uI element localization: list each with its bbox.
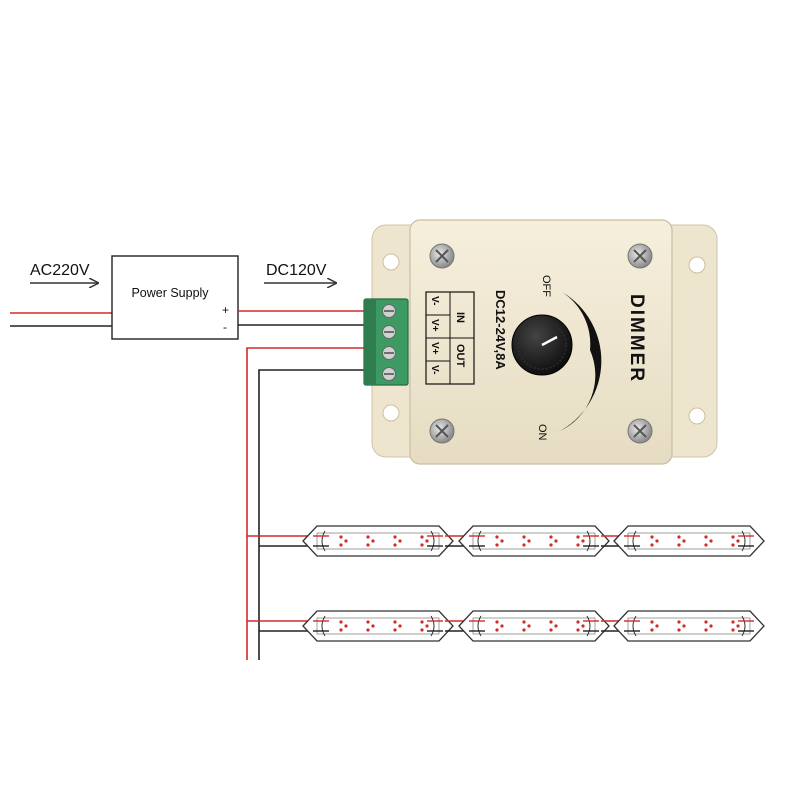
led-strip-segment [613, 525, 765, 557]
pin-label: V- [429, 365, 440, 374]
rating-label: DC12-24V,8A [493, 290, 508, 370]
led-strip-array [247, 525, 765, 642]
terminal-screw-icon [382, 346, 396, 360]
led-dot-icon [495, 620, 504, 632]
led-strip-row [247, 610, 765, 642]
led-dot-icon [704, 535, 713, 547]
led-dot-icon [549, 535, 558, 547]
led-dot-icon [677, 535, 686, 547]
screw-icon [627, 243, 653, 269]
led-strip-segment [613, 610, 765, 642]
off-label: OFF [540, 275, 552, 297]
led-strip-segment [302, 610, 454, 642]
led-dot-icon [420, 620, 429, 632]
dimmer-knob[interactable] [511, 314, 573, 376]
led-dot-icon [677, 620, 686, 632]
led-dot-icon [420, 535, 429, 547]
pin-label: V+ [429, 342, 440, 355]
ac-input-label: AC220V [30, 262, 98, 283]
led-dot-icon [650, 620, 659, 632]
led-dot-icon [650, 535, 659, 547]
ac-input-wires [10, 312, 112, 327]
led-dot-icon [704, 620, 713, 632]
led-dot-icon [731, 535, 740, 547]
led-dot-icon [576, 535, 585, 547]
dimmer-unit: OFF ON DIMMER DC12-24V,8A IN OUT V- V+ V… [363, 219, 718, 465]
terminal-screw-icon [382, 325, 396, 339]
dimmer-brand-label: DIMMER [626, 294, 647, 383]
pin-label: V+ [429, 319, 440, 332]
screw-icon [429, 418, 455, 444]
power-supply-box: Power Supply + - [111, 255, 239, 340]
pin-label: V- [429, 296, 440, 305]
led-dot-icon [549, 620, 558, 632]
led-dot-icon [522, 620, 531, 632]
minus-terminal-label: - [223, 320, 227, 334]
led-dot-icon [339, 620, 348, 632]
screw-icon [429, 243, 455, 269]
led-dot-icon [339, 535, 348, 547]
power-supply-label: Power Supply [131, 286, 209, 300]
led-strip-segment [458, 525, 610, 557]
dc-output-wires [246, 347, 372, 660]
led-strip-segment [302, 525, 454, 557]
dc-output-text: DC120V [266, 262, 327, 279]
terminal-block [363, 298, 409, 386]
led-strip-row [247, 525, 765, 557]
led-dot-icon [393, 535, 402, 547]
out-label: OUT [454, 344, 466, 368]
in-label: IN [454, 312, 466, 323]
led-dot-icon [393, 620, 402, 632]
terminal-screw-icon [382, 367, 396, 381]
terminal-screw-icon [382, 304, 396, 318]
dc-output-label: DC120V [264, 262, 336, 283]
pin-label-table: IN OUT V- V+ V+ V- [425, 291, 475, 385]
led-dot-icon [522, 535, 531, 547]
led-dot-icon [576, 620, 585, 632]
plus-terminal-label: + [222, 303, 229, 317]
screw-icon [627, 418, 653, 444]
on-label: ON [536, 424, 548, 441]
led-dot-icon [495, 535, 504, 547]
dc-supply-wires [238, 310, 372, 326]
led-strip-segment [458, 610, 610, 642]
ac-input-text: AC220V [30, 262, 90, 279]
led-dot-icon [366, 620, 375, 632]
brightness-arc-icon [558, 292, 602, 432]
led-dot-icon [731, 620, 740, 632]
led-dot-icon [366, 535, 375, 547]
